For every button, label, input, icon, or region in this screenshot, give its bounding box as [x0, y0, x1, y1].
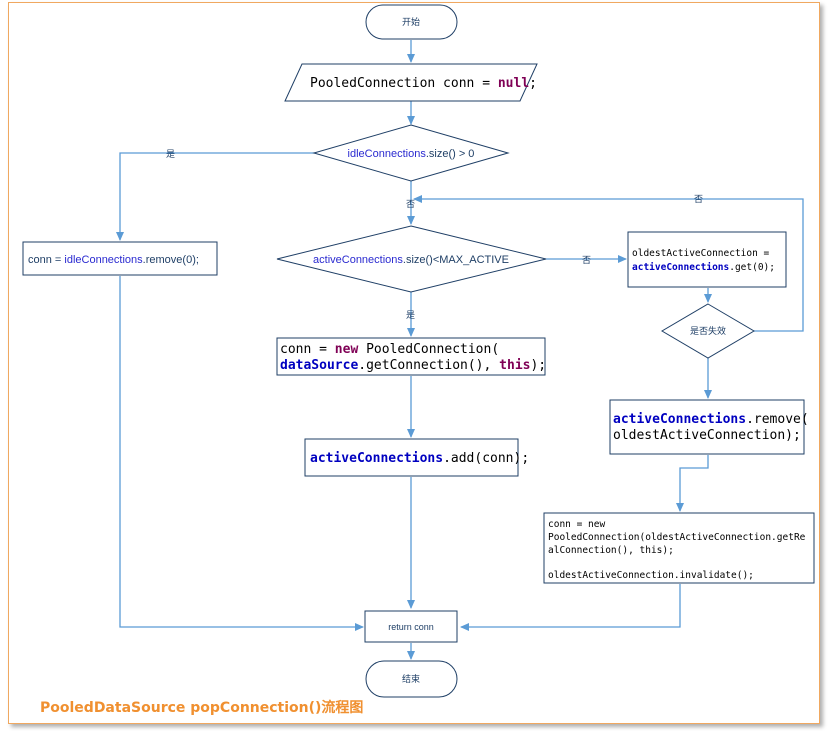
return-node: return conn [364, 610, 458, 643]
edge-label-idle-yes: 是 [166, 149, 175, 160]
new-conn-new-keyword: new [335, 342, 359, 357]
init-type: PooledConnection [310, 76, 435, 91]
edge-idle-yes [116, 152, 315, 241]
new-from-oldest-line4: oldestActiveConnection.invalidate(); [548, 570, 754, 581]
svg-text:PooledConnection conn = null;: PooledConnection conn = null; [310, 76, 537, 91]
edge-label-idle-no: 否 [406, 199, 415, 210]
new-conn-line2-end: ); [530, 358, 546, 373]
new-conn-line2-mid: .getConnection(), [358, 358, 499, 373]
add-active-field: activeConnections [310, 451, 443, 466]
new-conn-this-keyword: this [499, 358, 530, 373]
start-node: 开始 [365, 4, 458, 40]
decision-expired-node: 是否失效 [661, 303, 755, 359]
remove-oldest-node: activeConnections.remove( oldestActiveCo… [609, 399, 809, 455]
add-active-rest: .add(conn); [443, 451, 529, 466]
init-end: ; [529, 76, 537, 91]
svg-text:conn = idleConnections.remove(: conn = idleConnections.remove(0); [28, 254, 199, 266]
remove-oldest-field: activeConnections [613, 412, 746, 427]
edge-remove-to-new [676, 455, 709, 512]
svg-text:conn = new PooledConnection(: conn = new PooledConnection( [280, 342, 499, 357]
new-from-oldest-line3: alConnection(), this); [548, 545, 674, 556]
decision-idle-rest: .size() > 0 [426, 148, 475, 160]
decision-idle-node: idleConnections.size() > 0 [312, 124, 510, 182]
new-from-oldest-line2: PooledConnection(oldestActiveConnection.… [548, 532, 806, 543]
oldest-line2-rest: .get(0); [729, 262, 775, 273]
remove-oldest-rest: .remove( [746, 412, 809, 427]
edge-label-expired-no: 否 [694, 194, 703, 205]
edge-label-active-no: 否 [582, 255, 591, 266]
decision-active-node: activeConnections.size()<MAX_ACTIVE [276, 225, 547, 293]
svg-text:idleConnections.size() > 0: idleConnections.size() > 0 [348, 148, 475, 160]
start-label: 开始 [402, 16, 420, 27]
oldest-line2-field: activeConnections [632, 262, 729, 273]
decision-active-rest: .size()<MAX_ACTIVE [403, 254, 509, 266]
return-label: return conn [388, 622, 434, 632]
end-node: 结束 [365, 660, 458, 698]
init-null-keyword: null [498, 76, 529, 91]
new-conn-line1-rest: PooledConnection( [358, 342, 499, 357]
oldest-line1: oldestActiveConnection = [632, 248, 770, 259]
init-rest: conn = [435, 76, 498, 91]
new-from-oldest-line1: conn = new [548, 519, 605, 530]
svg-text:dataSource.getConnection(), th: dataSource.getConnection(), this); [280, 358, 546, 373]
add-active-node: activeConnections.add(conn); [304, 438, 529, 477]
end-label: 结束 [402, 673, 420, 684]
take-idle-node: conn = idleConnections.remove(0); [22, 241, 218, 276]
edge-newfromoldest-to-return [460, 584, 681, 631]
new-conn-datasource: dataSource [280, 358, 358, 373]
decision-active-field: activeConnections [313, 254, 403, 266]
edge-label-active-yes: 是 [406, 310, 415, 321]
take-idle-field: idleConnections [64, 254, 143, 266]
decision-expired-label: 是否失效 [690, 325, 726, 336]
svg-text:activeConnections.get(0);: activeConnections.get(0); [632, 262, 775, 273]
edge-expired-no [413, 195, 804, 332]
svg-text:activeConnections.remove(: activeConnections.remove( [613, 412, 809, 427]
new-connection-node: conn = new PooledConnection( dataSource.… [276, 337, 546, 376]
take-idle-rest: .remove(0); [143, 254, 199, 266]
oldest-connection-node: oldestActiveConnection = activeConnectio… [627, 231, 787, 288]
new-from-oldest-node: conn = new PooledConnection(oldestActive… [543, 512, 815, 584]
take-idle-pre: conn = [28, 254, 64, 266]
init-node: PooledConnection conn = null; [284, 63, 538, 102]
svg-text:activeConnections.add(conn);: activeConnections.add(conn); [310, 451, 529, 466]
remove-oldest-line2: oldestActiveConnection); [613, 428, 801, 443]
diagram-caption: PooledDataSource popConnection()流程图 [40, 699, 363, 716]
decision-idle-field: idleConnections [348, 148, 427, 160]
svg-text:activeConnections.size()<MAX_A: activeConnections.size()<MAX_ACTIVE [313, 254, 509, 266]
new-conn-line1-pre: conn = [280, 342, 335, 357]
edge-idle-take-to-return [119, 276, 364, 631]
